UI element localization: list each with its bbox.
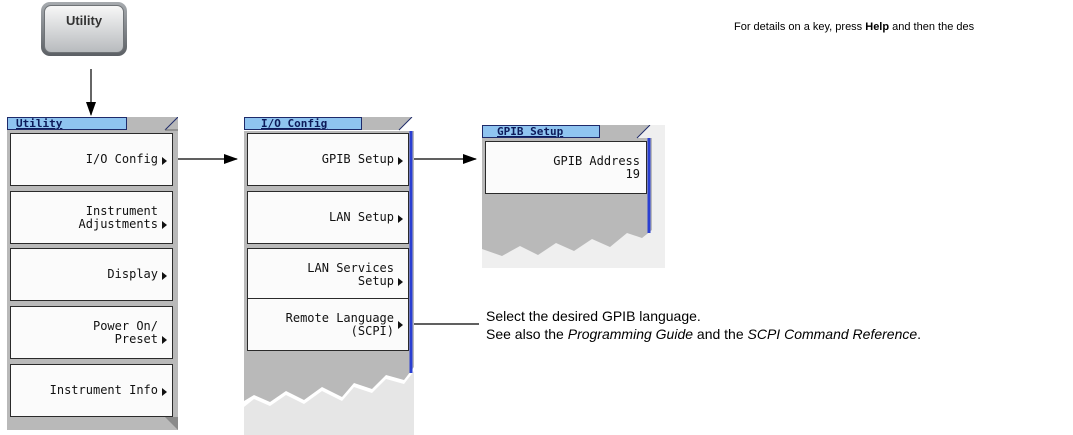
gpib-key-address-label: GPIB Address (553, 153, 640, 168)
callout-line2: See also the Programming Guide and the S… (486, 325, 921, 343)
io-key-lan-services-setup-label: LAN Services Setup (307, 260, 394, 288)
help-note-help-word: Help (865, 21, 890, 33)
callout-line1: Select the desired GPIB language. (486, 308, 701, 324)
submenu-arrow-icon (398, 215, 403, 223)
submenu-arrow-icon (398, 278, 403, 286)
utility-key-display-label: Display (107, 267, 158, 281)
submenu-arrow-icon (162, 157, 167, 165)
gpib-setup-menu: GPIB Setup GPIB Address 19 (482, 125, 665, 268)
submenu-arrow-icon (398, 321, 403, 329)
submenu-arrow-icon (162, 336, 167, 344)
io-key-lan-setup[interactable]: LAN Setup (247, 191, 409, 244)
help-note: For details on a key, press Help and the… (734, 21, 974, 33)
utility-key-power-on-preset[interactable]: Power On/ Preset (10, 306, 173, 359)
utility-key-io-config-label: I/O Config (85, 152, 158, 166)
io-menu-tab-corner (362, 117, 413, 131)
submenu-arrow-icon (162, 388, 167, 396)
utility-menu-bottom-corner (165, 417, 178, 430)
io-key-gpib-setup-label: GPIB Setup (321, 152, 394, 166)
utility-key-instrument-adjustments[interactable]: Instrument Adjustments (10, 191, 173, 244)
help-note-suffix: and then the des (889, 21, 975, 33)
callout-scpi-reference: SCPI Command Reference (747, 326, 918, 342)
callout-line2-pre: See also the (486, 326, 568, 342)
io-key-lan-services-setup[interactable]: LAN Services Setup (247, 248, 409, 301)
utility-hardkey[interactable]: Utility (41, 2, 127, 56)
submenu-arrow-icon (162, 272, 167, 280)
utility-menu-frame (127, 117, 178, 131)
utility-menu-title: Utility (7, 117, 127, 130)
io-config-menu: I/O Config GPIB Setup LAN Setup LAN Serv… (244, 117, 414, 435)
remote-language-callout: Select the desired GPIB language. See al… (486, 307, 921, 343)
utility-key-instrument-adjustments-label: Instrument Adjustments (78, 203, 158, 231)
gpib-key-address-value: 19 (625, 166, 640, 181)
gpib-menu-title: GPIB Setup (482, 125, 600, 138)
gpib-key-address[interactable]: GPIB Address 19 (485, 141, 647, 194)
utility-menu: Utility I/O Config Instrument Adjustment… (7, 117, 178, 430)
io-key-lan-setup-label: LAN Setup (328, 210, 394, 224)
utility-key-instrument-info[interactable]: Instrument Info (10, 364, 173, 417)
utility-key-io-config[interactable]: I/O Config (10, 133, 173, 186)
io-menu-title: I/O Config (244, 117, 362, 130)
callout-line2-mid: and the (693, 326, 748, 342)
submenu-arrow-icon (162, 221, 167, 229)
callout-line2-end: . (917, 326, 922, 342)
utility-hardkey-label: Utility (44, 5, 124, 53)
io-key-remote-language[interactable]: Remote Language (SCPI) (247, 298, 409, 351)
utility-key-instrument-info-label: Instrument Info (49, 383, 158, 397)
io-key-remote-language-label: Remote Language (SCPI) (285, 310, 394, 338)
help-note-prefix: For details on a key, press (734, 21, 866, 33)
submenu-arrow-icon (398, 157, 403, 165)
callout-programming-guide: Programming Guide (567, 326, 694, 342)
utility-key-power-on-preset-label: Power On/ Preset (92, 318, 158, 346)
utility-key-display[interactable]: Display (10, 248, 173, 301)
io-key-gpib-setup[interactable]: GPIB Setup (247, 133, 409, 186)
